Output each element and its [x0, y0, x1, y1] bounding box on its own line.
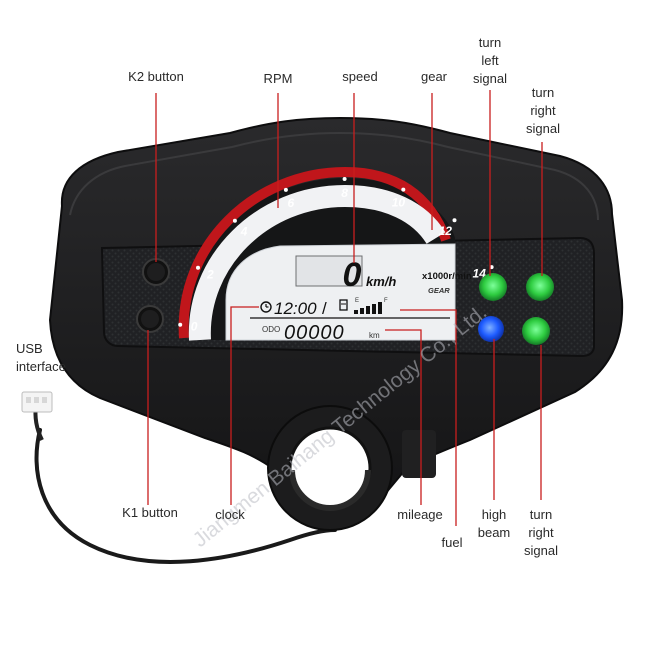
- rpm-tick-label: 0: [191, 320, 198, 334]
- clock-value: 12:00: [274, 299, 317, 318]
- rpm-tick-label: 12: [439, 224, 453, 238]
- rpm-tick-mark: [232, 218, 237, 223]
- rpm-tick-mark: [283, 187, 288, 192]
- high-beam-light: [478, 316, 504, 342]
- callout-turn-right-signal-bottom: turn right signal: [524, 507, 558, 558]
- rpm-unit-label: x1000r/min: [422, 271, 472, 282]
- callout-clock: clock: [215, 507, 245, 522]
- rpm-tick-label: 14: [473, 267, 487, 281]
- rpm-tick-label: 4: [240, 224, 248, 238]
- annotation-lines: [147, 90, 543, 526]
- odo-value: 00000: [284, 322, 345, 344]
- callout-turn-right-signal-top: turn right signal: [526, 85, 560, 136]
- rpm-tick-mark: [401, 187, 406, 192]
- turn-right-signal-light-top: [526, 273, 554, 301]
- clock-icon: [260, 301, 272, 313]
- callout-mileage: mileage: [397, 507, 443, 522]
- svg-text:/: /: [322, 299, 327, 318]
- fuel-pump-icon: [339, 299, 348, 311]
- callout-speed: speed: [342, 69, 378, 84]
- speed-unit: km/h: [366, 274, 396, 289]
- k1-button[interactable]: [136, 305, 164, 333]
- rpm-tick-label: 6: [288, 196, 295, 210]
- odo-unit: km: [369, 331, 380, 340]
- k2-button[interactable]: [142, 258, 170, 286]
- fuel-empty-label: E: [355, 298, 359, 304]
- callout-fuel: fuel: [441, 535, 463, 550]
- rpm-tick-label: 10: [392, 196, 406, 210]
- fuel-gauge-bars: [354, 302, 382, 314]
- speed-value: 0: [343, 256, 362, 294]
- lcd-display: [225, 243, 456, 341]
- callout-turn-left-signal: turn left signal: [473, 35, 507, 86]
- callout-rpm: RPM: [263, 71, 293, 86]
- rpm-tick-mark: [452, 218, 457, 223]
- odo-label: ODO: [262, 325, 280, 334]
- speed-display-box: [295, 255, 363, 287]
- rpm-arc: [178, 166, 451, 339]
- gear-label: GEAR: [428, 286, 450, 295]
- rpm-tick-mark: [178, 322, 183, 327]
- callout-k2-button: K2 button: [128, 69, 184, 84]
- turn-left-signal-light: [479, 273, 507, 301]
- callout-gear: gear: [420, 69, 448, 84]
- fuel-full-label: F: [384, 298, 388, 304]
- rpm-tick-label: 8: [341, 186, 348, 200]
- usb-connector: [21, 391, 53, 413]
- rpm-tick-mark: [342, 177, 347, 181]
- mounting-collar: [267, 405, 436, 531]
- turn-right-signal-light-bottom: [522, 317, 550, 345]
- rpm-tick-mark: [196, 265, 200, 270]
- rpm-tick-labels: 0 2 4 6 8 10 12 14: [178, 177, 494, 334]
- callout-high-beam: high beam: [477, 507, 511, 540]
- callout-k1-button: K1 button: [122, 505, 178, 520]
- rpm-tick-label: 2: [206, 267, 214, 281]
- callout-usb-interface: USB interface: [16, 341, 66, 374]
